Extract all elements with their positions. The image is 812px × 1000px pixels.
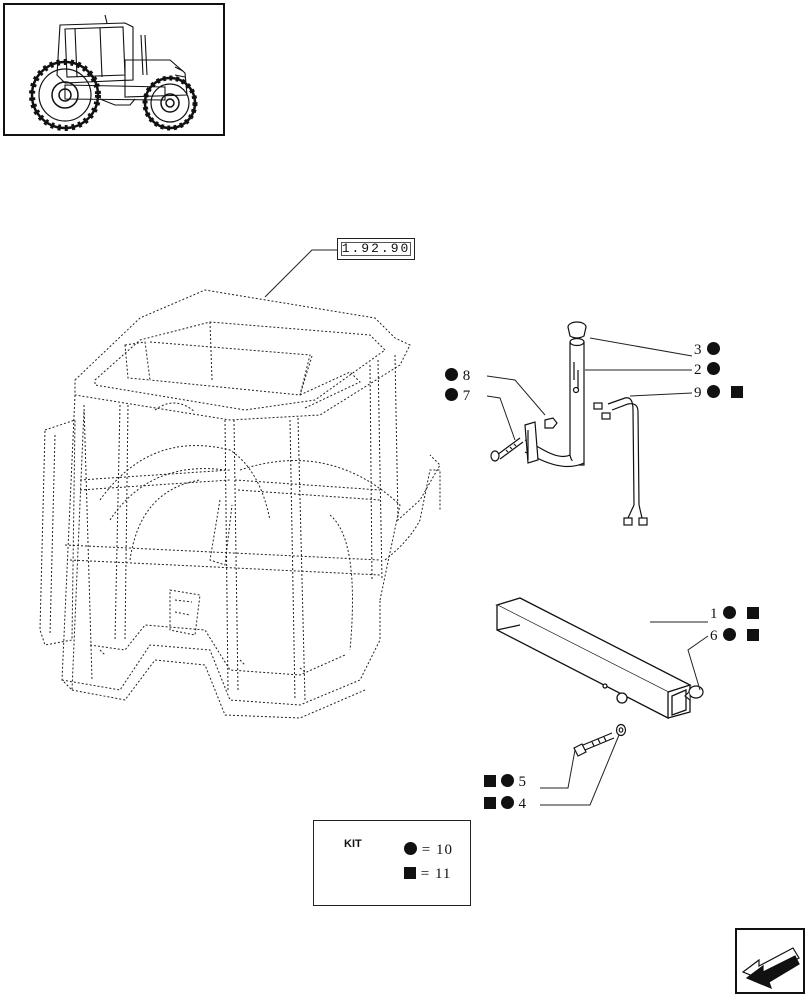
callout-7: 7 (445, 388, 471, 404)
circle-marker-icon (500, 774, 514, 787)
callout-2: 2 (694, 362, 721, 378)
callout-8: 8 (445, 368, 471, 384)
bolt-part-7 (490, 437, 524, 462)
plug-part-6 (684, 685, 704, 701)
reference-leader (264, 249, 337, 298)
callout-1: 1 (710, 606, 759, 622)
kit-legend (313, 820, 471, 906)
leader-lines (486, 337, 709, 806)
bolt-part-5 (573, 732, 615, 757)
callout-number: 7 (462, 388, 472, 404)
kit-circle-row: = 10 (404, 842, 453, 859)
circle-marker-icon (707, 385, 721, 398)
circle-marker-icon (445, 368, 458, 381)
square-marker-icon (747, 607, 759, 619)
mirror-arm-part (524, 321, 587, 468)
callout-number: 2 (694, 362, 703, 378)
cab-frame-outline (39, 289, 441, 719)
circle-marker-icon (445, 388, 458, 401)
tractor-thumbnail-frame (3, 3, 225, 136)
circle-marker-icon (707, 362, 721, 375)
reference-box-inner (341, 242, 411, 256)
circle-marker-icon (404, 842, 417, 855)
kit-label: KIT (344, 838, 362, 850)
kit-square-row: = 11 (404, 866, 451, 883)
callout-9: 9 (694, 385, 743, 401)
wiring-harness-part (593, 397, 648, 526)
callout-number: 9 (694, 385, 703, 401)
callout-number: 4 (518, 796, 527, 812)
reference-box[interactable]: 1.92.90 (337, 238, 415, 260)
callout-number: 3 (694, 342, 703, 358)
callout-4: 4 (484, 796, 527, 812)
tractor-thumbnail-icon (29, 14, 198, 131)
previous-page-arrow-icon (741, 947, 800, 990)
callout-3: 3 (694, 342, 721, 358)
callout-6: 6 (710, 628, 759, 644)
callout-5: 5 (484, 774, 527, 790)
callout-number: 5 (518, 774, 527, 790)
reference-code: 1.92.90 (341, 241, 411, 256)
washer-part-4 (615, 723, 627, 737)
square-marker-icon (484, 797, 496, 809)
square-marker-icon (404, 867, 416, 879)
callout-number: 6 (710, 628, 719, 644)
previous-page-button[interactable] (735, 928, 805, 994)
kit-circle-value: = 10 (421, 842, 453, 858)
callout-number: 1 (710, 606, 719, 622)
square-marker-icon (484, 775, 496, 787)
square-marker-icon (747, 629, 759, 641)
square-marker-icon (731, 386, 743, 398)
circle-marker-icon (723, 606, 737, 619)
support-beam-part (495, 597, 692, 720)
callout-number: 8 (462, 368, 472, 384)
circle-marker-icon (707, 342, 721, 355)
kit-square-value: = 11 (420, 866, 452, 882)
circle-marker-icon (723, 628, 737, 641)
circle-marker-icon (500, 796, 514, 809)
